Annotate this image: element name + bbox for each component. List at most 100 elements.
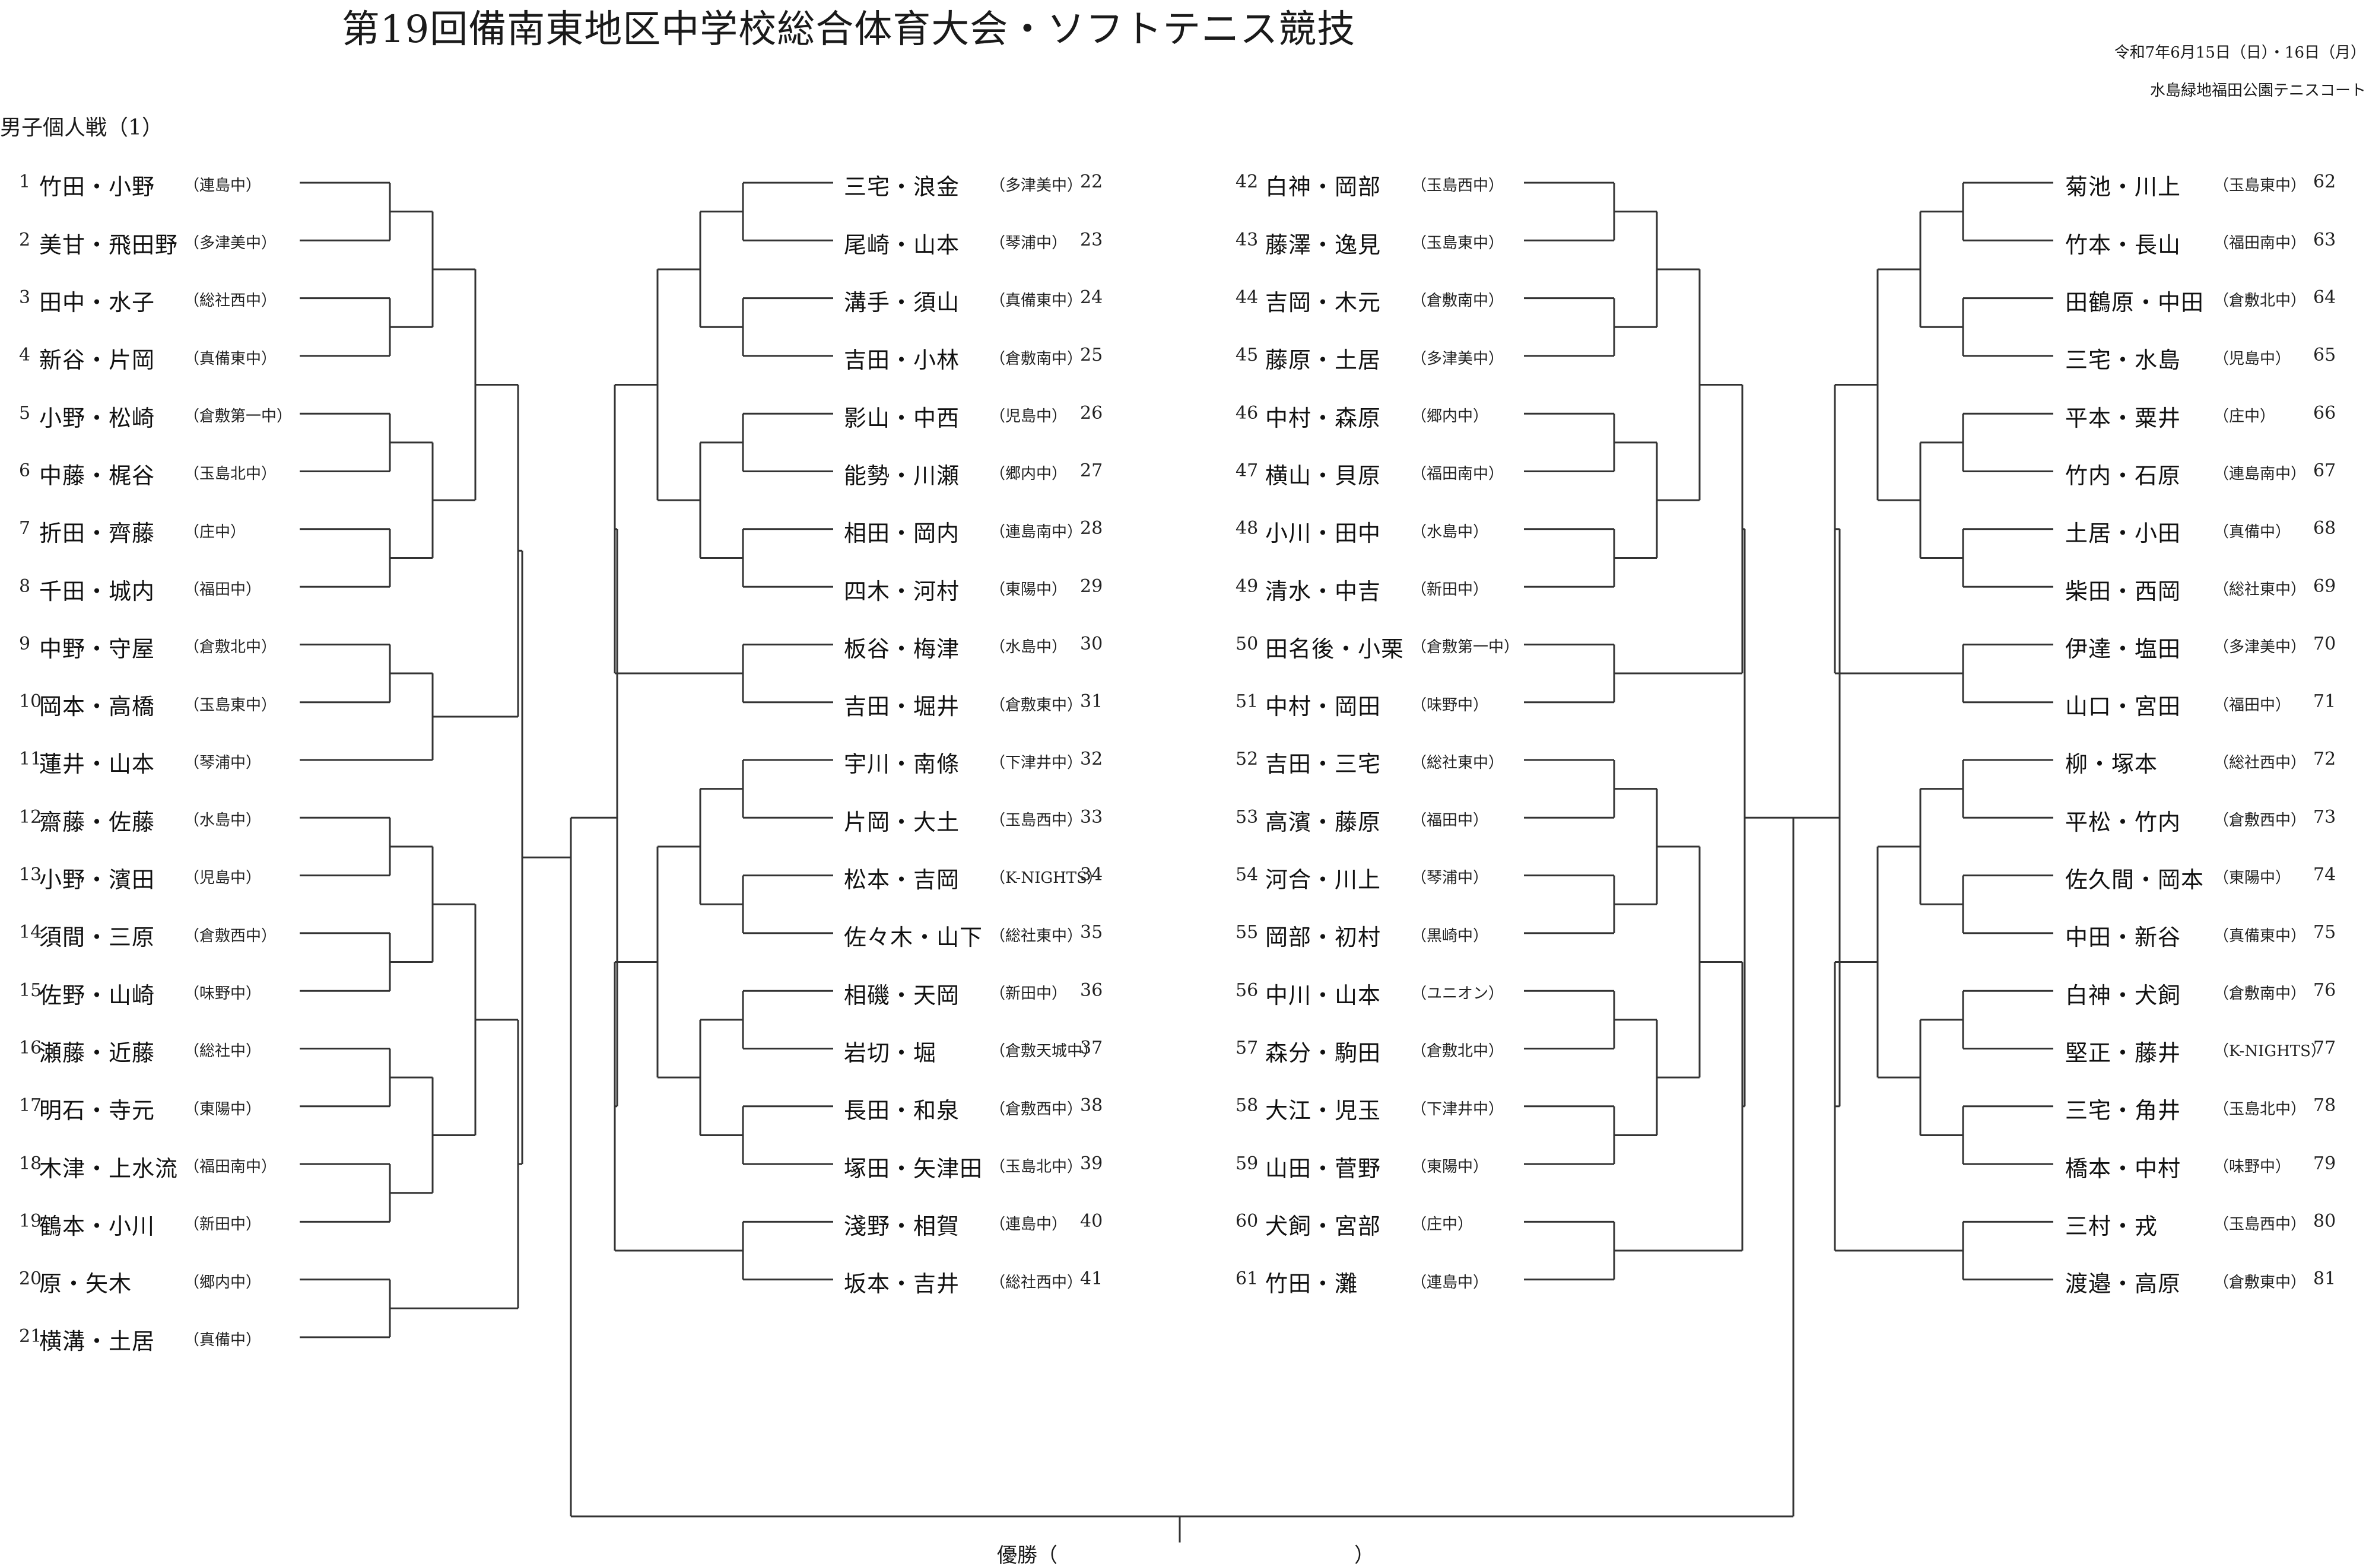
entry-school: （東陽中） [1411, 1157, 1489, 1176]
entry-school: （総社東中） [2213, 580, 2307, 599]
entry-number: 40 [1080, 1210, 1103, 1232]
entry-pair: 原・矢木 [39, 1271, 132, 1297]
entry-school: （福田南中） [2213, 234, 2307, 253]
entry-school: （倉敷北中） [184, 638, 277, 657]
entry-number: 64 [2313, 287, 2336, 308]
entry-number: 25 [1080, 345, 1103, 366]
entry-school: （味野中） [1411, 696, 1489, 714]
entry-pair: 中村・岡田 [1265, 694, 1382, 720]
entry-pair: 明石・寺元 [39, 1098, 155, 1124]
entry-pair: 四木・河村 [844, 578, 960, 605]
entry-pair: 横山・貝原 [1265, 462, 1382, 489]
entry-school: （下津井中） [1411, 1100, 1504, 1118]
entry-pair: 大江・児玉 [1265, 1098, 1382, 1124]
entry-school: （琴浦中） [1411, 869, 1489, 888]
entry-pair: 松本・吉岡 [844, 867, 960, 893]
entry-number: 56 [1236, 979, 1259, 1001]
entry-school: （倉敷第一中） [184, 408, 293, 426]
entry-number: 66 [2313, 402, 2336, 424]
entry-school: （多津美中） [2213, 638, 2307, 657]
entry-number: 67 [2313, 460, 2336, 481]
entry-number: 68 [2313, 518, 2336, 539]
entry-pair: 新谷・片岡 [39, 347, 155, 374]
entry-school: （K-NIGHTS） [2213, 1042, 2326, 1061]
entry-number: 71 [2313, 691, 2336, 713]
entry-school: （玉島東中） [1411, 234, 1504, 253]
entry-number: 9 [19, 633, 31, 654]
entry-school: （玉島東中） [2213, 176, 2307, 195]
entry-number: 19 [19, 1210, 42, 1232]
entry-number: 72 [2313, 749, 2336, 770]
entry-school: （連島中） [1411, 1273, 1489, 1292]
entry-school: （新田中） [990, 985, 1068, 1003]
entry-school: （総社東中） [1411, 753, 1504, 772]
entry-number: 48 [1236, 518, 1259, 539]
entry-number: 45 [1236, 345, 1259, 366]
entry-number: 63 [2313, 229, 2336, 250]
entry-number: 37 [1080, 1037, 1103, 1058]
entry-number: 41 [1080, 1268, 1103, 1290]
entry-pair: 山口・宮田 [2065, 694, 2181, 720]
entry-number: 13 [19, 864, 42, 885]
entry-number: 27 [1080, 460, 1103, 481]
entry-school: （真備東中） [2213, 927, 2307, 945]
entry-school: （玉島北中） [184, 465, 277, 484]
entry-school: （水島中） [184, 812, 262, 830]
entry-school: （総社西中） [2213, 753, 2307, 772]
entry-pair: 白神・岡部 [1265, 174, 1382, 201]
entry-school: （福田南中） [1411, 465, 1504, 484]
entry-pair: 中藤・梶谷 [39, 462, 155, 489]
entry-number: 81 [2313, 1268, 2336, 1290]
entry-pair: 木津・上水流 [39, 1155, 179, 1182]
entry-school: （児島中） [990, 408, 1068, 426]
entry-pair: 小野・濱田 [39, 867, 155, 893]
entry-number: 8 [19, 575, 31, 597]
entry-pair: 竹田・小野 [39, 174, 155, 201]
entry-number: 52 [1236, 749, 1259, 770]
entry-pair: 伊達・塩田 [2065, 635, 2181, 662]
entry-school: （倉敷西中） [184, 927, 277, 945]
entry-school: （連島中） [184, 176, 262, 195]
entry-school: （玉島西中） [2213, 1216, 2307, 1234]
entry-number: 22 [1080, 171, 1103, 193]
entry-pair: 吉田・堀井 [844, 694, 960, 720]
entry-pair: 瀬藤・近藤 [39, 1039, 155, 1066]
entry-school: （倉敷北中） [2213, 292, 2307, 310]
entry-pair: 柳・塚本 [2065, 751, 2158, 778]
entry-number: 46 [1236, 402, 1259, 424]
entry-number: 53 [1236, 806, 1259, 828]
entry-school: （福田南中） [184, 1157, 277, 1176]
entry-number: 59 [1236, 1153, 1259, 1174]
tournament-venue: 水島緑地福田公園テニスコート [2149, 82, 2366, 100]
entry-number: 54 [1236, 864, 1259, 885]
entry-school: （K-NIGHTS） [990, 869, 1103, 888]
entry-school: （郷内中） [184, 1273, 262, 1292]
entry-pair: 片岡・大土 [844, 809, 960, 835]
entry-school: （多津美中） [184, 234, 277, 253]
entry-number: 36 [1080, 979, 1103, 1001]
entry-school: （倉敷南中） [2213, 985, 2307, 1003]
entry-school: （庄中） [184, 523, 246, 541]
entry-pair: 横溝・土居 [39, 1328, 155, 1355]
entry-pair: 齋藤・佐藤 [39, 809, 155, 835]
entry-school: （総社東中） [990, 927, 1083, 945]
entry-school: （新田中） [1411, 580, 1489, 599]
event-label: 男子個人戦（1） [0, 116, 163, 140]
entry-number: 74 [2313, 864, 2336, 885]
entry-number: 75 [2313, 922, 2336, 943]
entry-school: （琴浦中） [184, 753, 262, 772]
entry-number: 10 [19, 691, 42, 713]
entry-number: 15 [19, 979, 42, 1001]
entry-school: （庄中） [1411, 1216, 1473, 1234]
champion-label-close: ） [1354, 1544, 1374, 1567]
entry-school: （倉敷天城中） [990, 1042, 1098, 1061]
entry-pair: 堅正・藤井 [2065, 1039, 2181, 1066]
entry-pair: 平本・粟井 [2065, 405, 2181, 431]
entry-pair: 山田・菅野 [1265, 1155, 1382, 1182]
entry-school: （倉敷西中） [990, 1100, 1083, 1118]
entry-school: （東陽中） [990, 580, 1068, 599]
entry-pair: 森分・駒田 [1265, 1039, 1382, 1066]
entry-number: 14 [19, 922, 42, 943]
champion-label: 優勝（ [997, 1544, 1057, 1567]
entry-pair: 鶴本・小川 [39, 1213, 155, 1239]
